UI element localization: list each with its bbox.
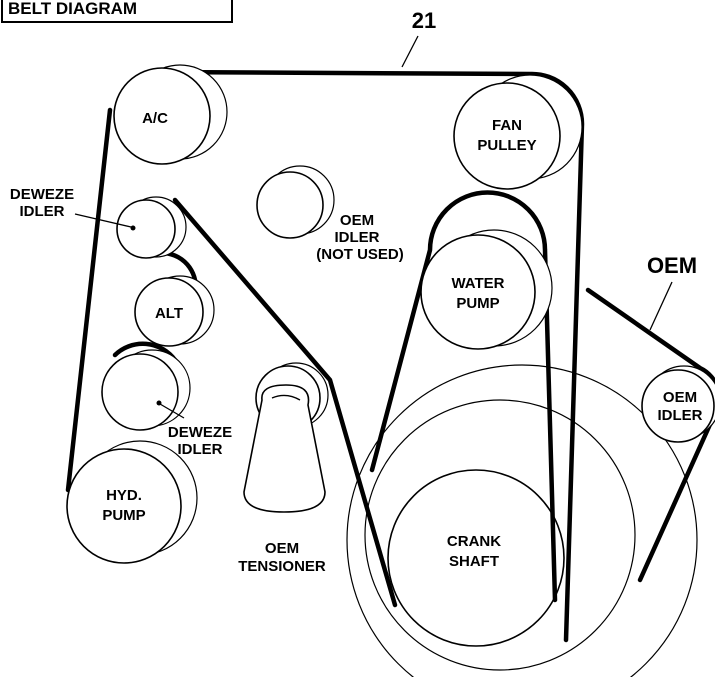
- deweze-idler-top-front: [116, 199, 176, 259]
- crank-inner-pulley: [387, 469, 565, 647]
- oem-idler-right: OEM IDLER: [641, 365, 715, 443]
- deweze-idler-bottom-leader: [159, 403, 185, 419]
- hyd-pump-label-line1: HYD.: [106, 487, 142, 504]
- belt-21-idler-run: [172, 197, 398, 608]
- alternator-front: [134, 277, 204, 347]
- hyd-pump-pulley: HYD. PUMP: [66, 440, 198, 564]
- deweze-idler-top-label-line2: IDLER: [20, 203, 65, 220]
- fan-pulley-front: [453, 82, 561, 190]
- fan-pulley: FAN PULLEY: [453, 74, 583, 190]
- title-text: BELT DIAGRAM: [8, 0, 137, 18]
- crank-shaft-pulley: [346, 364, 698, 682]
- water-pump-front: [420, 234, 536, 350]
- deweze-idler-top-label-line1: DEWEZE: [10, 186, 74, 203]
- callout-oem-leader: [649, 281, 673, 331]
- oem-tensioner-label-line1: OEM: [265, 540, 299, 557]
- deweze-idler-bottom-label-line1: DEWEZE: [168, 424, 232, 441]
- oem-idler-right-front: [641, 369, 715, 443]
- diagram-title: BELT DIAGRAM: [1, 0, 233, 23]
- oem-tensioner: OEM TENSIONER: [238, 362, 329, 575]
- callout-21: 21: [401, 8, 436, 68]
- deweze-idler-bottom-front: [101, 353, 179, 431]
- water-pump-label-line2: PUMP: [456, 295, 499, 312]
- water-pump-label-line1: WATER: [451, 275, 504, 292]
- deweze-idler-bottom: DEWEZE IDLER: [101, 349, 232, 458]
- oem-idler-unused-front: [256, 171, 324, 239]
- deweze-idler-top: DEWEZE IDLER: [10, 186, 187, 259]
- crank-shaft-label-line1: CRANK: [447, 533, 501, 550]
- fan-pulley-label-line1: FAN: [492, 117, 522, 134]
- callout-oem-label: OEM: [647, 253, 697, 278]
- hyd-pump-label-line2: PUMP: [102, 507, 145, 524]
- deweze-idler-top-leader: [74, 213, 132, 228]
- alternator-pulley: ALT: [134, 275, 215, 347]
- oem-tensioner-label-line2: TENSIONER: [238, 558, 326, 575]
- oem-tensioner-arm-detail: [271, 394, 301, 401]
- ac-pulley: A/C: [113, 64, 228, 165]
- oem-idler-right-label-line1: OEM: [663, 389, 697, 406]
- ac-label: A/C: [142, 110, 168, 127]
- oem-idler-unused-label-line1: OEM: [340, 212, 374, 229]
- oem-idler-unused: OEM IDLER (NOT USED): [256, 165, 404, 263]
- crank-shaft-label-line2: SHAFT: [449, 553, 499, 570]
- belt-21-left-run: [65, 107, 113, 493]
- oem-tensioner-arm: [243, 384, 326, 513]
- deweze-idler-bottom-label-line2: IDLER: [178, 441, 223, 458]
- alternator-label: ALT: [155, 305, 183, 322]
- ac-pulley-front: [113, 67, 211, 165]
- callout-21-label: 21: [412, 8, 436, 33]
- water-pump-pulley: WATER PUMP: [420, 229, 553, 350]
- oem-idler-unused-label-line3: (NOT USED): [316, 246, 404, 263]
- hyd-pump-front: [66, 448, 182, 564]
- callout-21-leader: [401, 35, 419, 68]
- fan-pulley-label-line2: PULLEY: [477, 137, 536, 154]
- title-box: [1, 0, 233, 23]
- oem-idler-unused-label-line2: IDLER: [335, 229, 380, 246]
- belt-21-water-pump-run: [369, 190, 558, 603]
- callout-oem: OEM: [647, 253, 697, 331]
- deweze-idler-top-center: [130, 225, 136, 231]
- oem-idler-right-label-line2: IDLER: [658, 407, 703, 424]
